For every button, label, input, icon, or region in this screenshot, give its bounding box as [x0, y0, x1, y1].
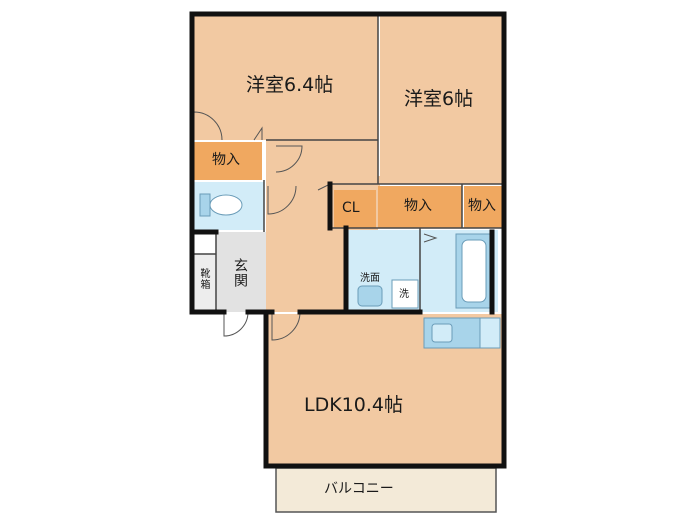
kitchen-counter: [479, 317, 501, 349]
cl-fill: [334, 190, 376, 228]
closet-1-label: 物入: [212, 152, 240, 168]
entrance-floor: [216, 232, 266, 312]
shoe-box-label: 靴箱: [198, 268, 209, 290]
kitchen-sink-basin: [431, 323, 453, 343]
door-swings: [193, 111, 438, 341]
closet-2-fill: [378, 186, 462, 228]
outer-walls: [189, 11, 507, 469]
toilet-tank: [199, 193, 211, 217]
thin-partitions: [194, 14, 504, 312]
toilet-bowl: [209, 194, 243, 216]
ldk-label: LDK10.4帖: [304, 394, 403, 416]
closet-3-fill: [464, 186, 504, 228]
shoe-box-fill: [194, 254, 216, 310]
western-room-2-label: 洋室6帖: [404, 88, 474, 110]
bathtub-inner: [461, 239, 487, 303]
hallway-floor-2: [332, 176, 380, 190]
western-room-1-floor: [192, 14, 378, 140]
closet-2-label: 物入: [404, 198, 432, 214]
cl-label: CL: [342, 200, 360, 216]
balcony-floor: [275, 467, 497, 513]
closet-3-label: 物入: [468, 198, 496, 214]
western-room-1-label: 洋室6.4帖: [246, 74, 334, 96]
washer-label: 洗: [399, 289, 409, 300]
washer-fixture: [391, 279, 419, 309]
balcony-label: バルコニー: [324, 481, 394, 497]
washbasin-label: 洗面: [360, 273, 380, 284]
western-room-2-floor: [380, 14, 502, 184]
closet-1-fill: [194, 142, 262, 180]
washbasin-fixture: [357, 285, 383, 307]
entrance-label: 玄関: [232, 258, 248, 288]
